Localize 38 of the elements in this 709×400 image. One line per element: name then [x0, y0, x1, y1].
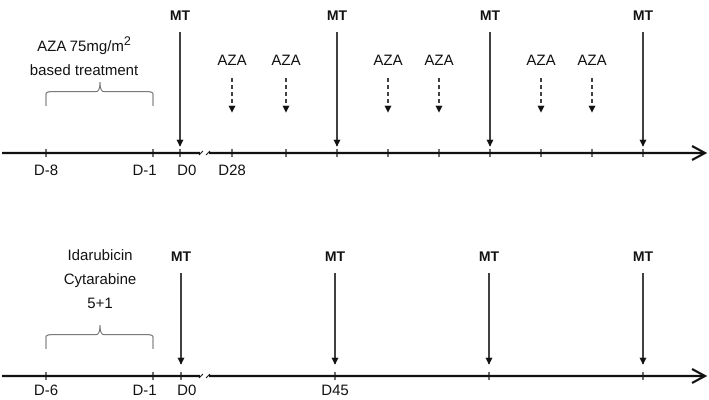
tick-label: D-1	[132, 382, 157, 399]
tick-label: D-1	[132, 162, 157, 179]
bracket-label: Idarubicin Cytarabine 5+1	[62, 246, 138, 314]
timeline-event-label: MT	[324, 245, 346, 267]
arrow	[640, 273, 646, 365]
timeline-event-label: AZA	[373, 50, 403, 72]
timeline-event-label: MT	[632, 4, 654, 26]
tick-label: D28	[218, 162, 246, 179]
dashed-arrow	[588, 78, 596, 113]
timeline-event-label: MT	[478, 245, 500, 267]
dashed-arrow	[384, 78, 392, 113]
arrow	[332, 273, 338, 365]
dashed-arrow	[436, 78, 442, 113]
timeline-event-label: AZA	[217, 50, 247, 72]
dashed-arrow	[282, 78, 290, 113]
tick-label: D-8	[34, 162, 58, 179]
timeline-event-label: MT	[170, 245, 192, 267]
arrow	[486, 273, 492, 365]
timeline-event-label: MT	[326, 4, 348, 26]
timeline-event-label: MT	[632, 245, 654, 267]
timeline-event-label: AZA	[271, 50, 301, 72]
dashed-arrow	[538, 78, 544, 113]
timeline-event-label: AZA	[577, 50, 607, 72]
timeline-event-label: AZA	[526, 50, 556, 72]
timeline-event-label: MT	[170, 4, 190, 26]
timeline-event-label: MT	[480, 4, 500, 26]
dashed-arrow	[228, 78, 236, 113]
timeline-event-label: AZA	[424, 50, 454, 72]
tick-label: D45	[321, 382, 349, 399]
bracket-label: AZA 75mg/m$^{2}$ based treatment	[28, 33, 140, 81]
arrow	[334, 32, 340, 147]
arrow	[178, 273, 184, 365]
tick-label: D0	[177, 382, 196, 399]
arrow	[640, 32, 646, 147]
tick-label: D-6	[34, 382, 58, 399]
arrow	[176, 32, 184, 147]
tick-label: D0	[177, 162, 196, 179]
arrow	[486, 32, 494, 147]
